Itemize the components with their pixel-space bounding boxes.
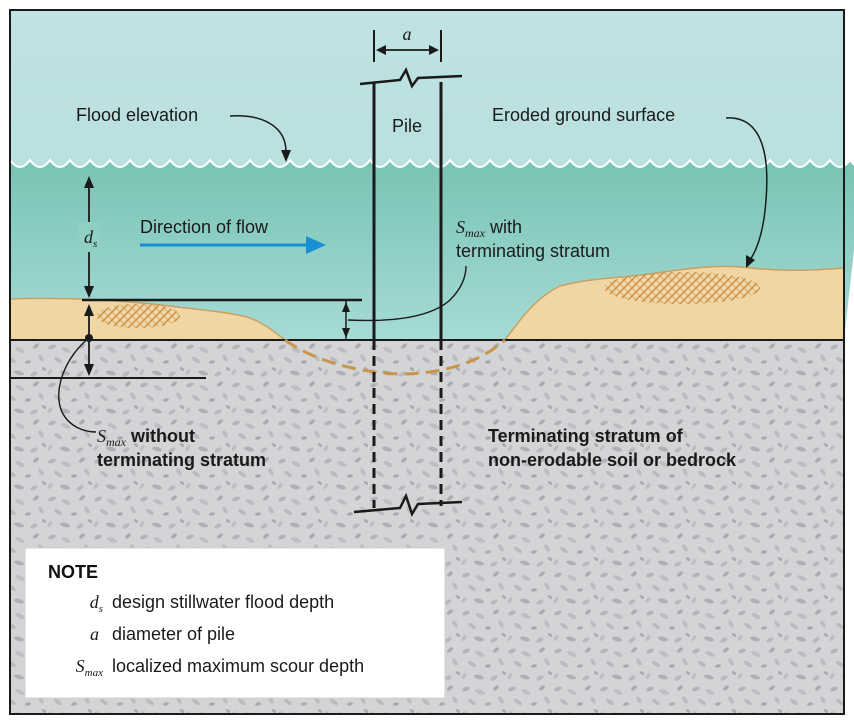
ds-arrow-top xyxy=(84,176,94,188)
terminating-label-line2: non-erodable soil or bedrock xyxy=(488,450,737,470)
pile-top-break xyxy=(359,67,463,89)
smax-with-arrow-top xyxy=(342,302,350,312)
note-symbol-ds: ds xyxy=(90,592,103,615)
scour-hole-dashed xyxy=(284,338,507,376)
a-dimension-label: a xyxy=(403,24,412,44)
pile-bottom-break xyxy=(353,492,463,517)
hatch-patch-right xyxy=(604,272,760,304)
flood-elevation-label: Flood elevation xyxy=(76,105,198,125)
smax-with-label-line2: terminating stratum xyxy=(456,241,610,261)
smax-without-label-line1: Smax without xyxy=(97,426,195,449)
note-symbol-a: a xyxy=(90,624,99,644)
note-box-bg xyxy=(24,547,446,699)
note-box: NOTE ds design stillwater flood depth a … xyxy=(24,547,446,699)
a-arrow-left xyxy=(376,45,386,55)
flood-elevation-leader xyxy=(229,115,287,153)
terminating-label-line1: Terminating stratum of xyxy=(488,426,684,446)
note-text-ds: design stillwater flood depth xyxy=(112,592,334,612)
eroded-ground-arrowhead xyxy=(746,255,755,268)
note-text-smax: localized maximum scour depth xyxy=(112,656,364,676)
direction-of-flow-label: Direction of flow xyxy=(140,217,269,237)
eroded-ground-leader xyxy=(725,117,768,261)
ds-arrow-bottom xyxy=(84,286,94,298)
smax-with-leader xyxy=(347,265,467,322)
note-text-a: diameter of pile xyxy=(112,624,235,644)
smax-with-arrow-bottom xyxy=(342,328,350,338)
eroded-ground-label: Eroded ground surface xyxy=(492,105,675,125)
smax-without-arrow-top xyxy=(84,304,94,316)
hatch-patch-left xyxy=(96,304,180,328)
a-arrow-right xyxy=(429,45,439,55)
pile-label: Pile xyxy=(392,116,422,136)
smax-without-label-line2: terminating stratum xyxy=(97,450,266,470)
ds-label: ds xyxy=(84,227,97,250)
note-symbol-smax: Smax xyxy=(76,656,103,679)
frame-border xyxy=(9,9,845,715)
flood-elevation-arrowhead xyxy=(281,150,291,162)
flow-arrowhead xyxy=(306,236,326,254)
smax-without-leader xyxy=(58,337,97,433)
ds-label-bg xyxy=(78,222,100,252)
smax-without-arrow-bottom xyxy=(84,364,94,376)
note-title: NOTE xyxy=(48,562,98,582)
smax-with-label-line1: Smax with xyxy=(456,217,522,240)
